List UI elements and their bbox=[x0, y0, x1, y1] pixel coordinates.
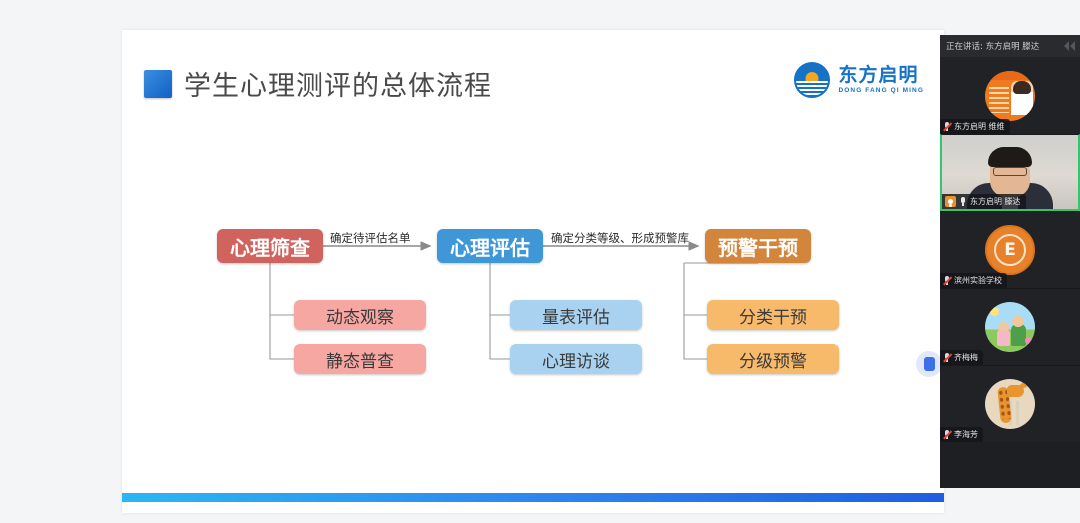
avatar bbox=[985, 379, 1035, 429]
participant-tile[interactable]: E 滨州实验学校 bbox=[940, 211, 1080, 288]
avatar-cartoon-kids bbox=[985, 302, 1035, 352]
flow-subnode-classified-action[interactable]: 分类干预 bbox=[707, 300, 839, 330]
participant-name: 滨州实验学校 bbox=[954, 276, 1002, 285]
logo-text: 东方启明 DONG FANG QI MING bbox=[838, 63, 924, 95]
microphone-muted-icon bbox=[943, 275, 952, 286]
participant-tile-active-speaker[interactable]: 东方启明 滕达 bbox=[940, 134, 1080, 211]
avatar-school-emblem: E bbox=[985, 225, 1035, 275]
presentation-slide: 学生心理测评的总体流程 东方启明 DONG FANG QI MING bbox=[122, 30, 944, 513]
microphone-muted-icon bbox=[943, 429, 952, 440]
participant-name-plate: 齐梅梅 bbox=[940, 350, 983, 365]
slide-accent-bar bbox=[122, 493, 944, 502]
flow-subnode-dynamic-observation[interactable]: 动态观察 bbox=[294, 300, 426, 330]
flow-subnode-graded-alert[interactable]: 分级预警 bbox=[707, 344, 839, 374]
avatar bbox=[985, 302, 1035, 352]
host-badge-icon bbox=[945, 196, 956, 207]
waves-shape bbox=[796, 81, 829, 96]
connector-label-2: 确定分类等级、形成预警库 bbox=[551, 231, 689, 245]
flowchart-connectors bbox=[269, 241, 758, 360]
participant-name: 齐梅梅 bbox=[954, 353, 978, 362]
microphone-muted-icon bbox=[943, 352, 952, 363]
active-speaker-label: 正在讲话: 东方启明 滕达 bbox=[946, 42, 1040, 52]
participant-tile[interactable]: 齐梅梅 bbox=[940, 288, 1080, 365]
participant-sidebar: 正在讲话: 东方启明 滕达 东方启明 维维 bbox=[940, 35, 1080, 488]
flow-subnode-static-survey[interactable]: 静态普查 bbox=[294, 344, 426, 374]
flow-subnode-scale-assessment[interactable]: 量表评估 bbox=[510, 300, 642, 330]
participant-name: 李海芳 bbox=[954, 430, 978, 439]
page-title: 学生心理测评的总体流程 bbox=[184, 71, 492, 102]
flowchart: 心理筛查 心理评估 预警干预 确定待评估名单 确定分类等级、形成预警库 动态观察… bbox=[122, 30, 944, 513]
flow-subnode-interview[interactable]: 心理访谈 bbox=[510, 344, 642, 374]
slide-header: 学生心理测评的总体流程 bbox=[144, 64, 492, 103]
participant-name-plate: 滨州实验学校 bbox=[940, 273, 1007, 288]
remote-cursor-indicator bbox=[916, 351, 942, 377]
cursor-core bbox=[923, 357, 935, 371]
participant-name: 东方启明 滕达 bbox=[970, 197, 1021, 206]
connector-label-1: 确定待评估名单 bbox=[330, 231, 411, 245]
flow-node-warn[interactable]: 预警干预 bbox=[705, 229, 811, 263]
sunrise-logo-icon bbox=[794, 62, 831, 98]
flow-node-assess[interactable]: 心理评估 bbox=[437, 229, 543, 263]
avatar-promo-card bbox=[985, 70, 1035, 121]
title-marker-icon bbox=[144, 69, 172, 98]
avatar: E bbox=[985, 225, 1035, 275]
avatar bbox=[985, 70, 1035, 121]
brand-logo: 东方启明 DONG FANG QI MING bbox=[794, 62, 924, 98]
flow-node-screen[interactable]: 心理筛查 bbox=[217, 229, 323, 263]
shared-screen-area: 学生心理测评的总体流程 东方启明 DONG FANG QI MING bbox=[122, 30, 944, 513]
microphone-on-icon bbox=[959, 196, 967, 207]
participant-name-plate: 东方启明 滕达 bbox=[942, 194, 1026, 209]
microphone-muted-icon bbox=[943, 121, 952, 132]
participant-tile[interactable]: 李海芳 bbox=[940, 365, 1080, 442]
avatar-giraffe bbox=[985, 379, 1035, 429]
logo-name-cn: 东方启明 bbox=[838, 63, 919, 86]
collapse-panel-icon[interactable] bbox=[1064, 41, 1075, 51]
logo-name-en: DONG FANG QI MING bbox=[838, 86, 924, 94]
active-speaker-bar: 正在讲话: 东方启明 滕达 bbox=[940, 35, 1080, 57]
participant-tile[interactable]: 东方启明 维维 bbox=[940, 57, 1080, 134]
participant-name-plate: 东方启明 维维 bbox=[940, 119, 1010, 134]
participant-name: 东方启明 维维 bbox=[954, 122, 1005, 131]
participant-name-plate: 李海芳 bbox=[940, 427, 983, 442]
